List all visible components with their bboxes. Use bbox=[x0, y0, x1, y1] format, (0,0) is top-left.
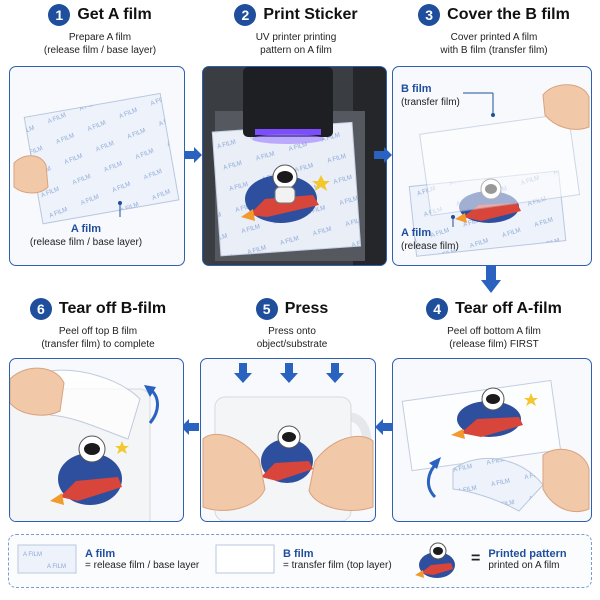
step-title: Cover the B film bbox=[447, 6, 570, 23]
step-description: Peel off bottom A film (release film) FI… bbox=[396, 325, 592, 353]
step-description: Peel off top B film (transfer film) to c… bbox=[2, 325, 194, 353]
a-film-illustration: A FILM bbox=[13, 92, 180, 225]
callout-sub: (release film) bbox=[401, 241, 459, 252]
print-head-icon bbox=[243, 67, 333, 137]
legend-a-film: A FILM A FILM A film = release film / ba… bbox=[17, 541, 199, 577]
uv-printer-illustration bbox=[203, 67, 386, 265]
step-description: Press onto object/substrate bbox=[198, 325, 386, 353]
legend-p-eq: = bbox=[471, 550, 481, 567]
step-number-badge: 1 bbox=[48, 4, 71, 26]
astronaut-sticker-icon bbox=[415, 542, 455, 578]
step-number-badge: 5 bbox=[255, 298, 278, 320]
hand-icon bbox=[202, 433, 266, 511]
callout-name: A film bbox=[401, 227, 432, 239]
step-3-panel: B film (transfer film) A film (release f… bbox=[392, 66, 592, 266]
step-number-badge: 3 bbox=[418, 4, 441, 26]
arrow-left-icon bbox=[375, 419, 393, 435]
step-desc-line: Cover printed A film bbox=[450, 32, 538, 43]
legend-b-film: B film = transfer film (top layer) bbox=[215, 541, 392, 577]
a-film-callout: A film (release film / base layer) bbox=[16, 223, 156, 249]
callout-sub: (release film / base layer) bbox=[29, 237, 143, 248]
legend-b-desc: = transfer film (top layer) bbox=[283, 559, 392, 571]
arrow-right-icon bbox=[184, 147, 202, 163]
arrow-left-icon bbox=[181, 419, 199, 435]
step-title: Print Sticker bbox=[263, 6, 358, 23]
step-5: 5 Press Press onto object/substrate bbox=[198, 296, 386, 353]
legend-p-desc: printed on A film bbox=[488, 559, 560, 571]
step-4-header: 4 Tear off A-film bbox=[396, 296, 592, 322]
hand-icon bbox=[10, 367, 65, 416]
step-3-header: 3 Cover the B film bbox=[396, 2, 592, 28]
press-down-arrows-icon bbox=[234, 363, 344, 383]
astronaut-sticker-icon bbox=[241, 164, 330, 223]
legend-a-desc: = release film / base layer bbox=[85, 559, 200, 571]
legend: A FILM A FILM A film = release film / ba… bbox=[8, 534, 592, 588]
b-film-callout: B film (transfer film) bbox=[401, 83, 465, 109]
a-film-callout: A film (release film) bbox=[401, 227, 471, 253]
hand-icon bbox=[542, 84, 590, 130]
step-6: 6 Tear off B-film Peel off top B film (t… bbox=[2, 296, 194, 353]
legend-a-name: A film bbox=[85, 547, 116, 560]
step-desc-line: Prepare A film bbox=[68, 32, 132, 43]
a-film-swatch-icon: A FILM A FILM bbox=[17, 544, 77, 574]
cover-b-film-illustration bbox=[408, 84, 590, 257]
legend-b-name: B film bbox=[283, 547, 314, 560]
step-6-panel bbox=[9, 358, 184, 522]
step-5-header: 5 Press bbox=[198, 296, 386, 322]
step-1: 1 Get A film Prepare A film (release fil… bbox=[8, 2, 192, 59]
step-number-badge: 4 bbox=[426, 298, 449, 320]
step-desc-line: object/substrate bbox=[256, 339, 328, 350]
step-desc-line: UV printer printing bbox=[255, 32, 337, 43]
hand-icon bbox=[542, 448, 590, 512]
step-desc-line: Peel off top B film bbox=[58, 326, 138, 337]
astronaut-sticker-icon bbox=[261, 425, 313, 483]
step-number-badge: 2 bbox=[234, 4, 257, 26]
step-4-panel bbox=[392, 358, 592, 522]
step-4: 4 Tear off A-film Peel off bottom A film… bbox=[396, 296, 592, 353]
legend-p-name: Printed pattern bbox=[488, 547, 567, 560]
step-desc-line: (release film / base layer) bbox=[43, 45, 157, 56]
step-title: Press bbox=[284, 300, 329, 317]
hand-icon bbox=[13, 155, 49, 194]
astronaut-sticker-icon bbox=[50, 435, 129, 505]
step-description: UV printer printing pattern on A film bbox=[204, 31, 388, 59]
tear-a-film-illustration bbox=[401, 379, 590, 512]
callout-name: A film bbox=[70, 223, 102, 235]
step-number-badge: 6 bbox=[29, 298, 52, 320]
press-mug-illustration bbox=[202, 363, 374, 521]
step-2: 2 Print Sticker UV printer printing patt… bbox=[204, 2, 388, 59]
hand-icon bbox=[308, 435, 374, 511]
step-5-panel bbox=[200, 358, 376, 522]
step-desc-line: with B film (transfer film) bbox=[440, 45, 548, 56]
step-title: Tear off A-film bbox=[455, 300, 562, 317]
step-desc-line: Press onto bbox=[268, 326, 316, 337]
step-desc-line: (release film) FIRST bbox=[449, 339, 539, 350]
step-1-panel: A FILM A film (release film / base layer… bbox=[9, 66, 185, 266]
legend-pattern: = Printed pattern printed on A film bbox=[411, 537, 567, 581]
step-1-header: 1 Get A film bbox=[8, 2, 192, 28]
astronaut-sticker-icon bbox=[451, 387, 538, 439]
tear-b-film-illustration bbox=[10, 367, 159, 521]
svg-text:A FILM: A FILM bbox=[23, 552, 42, 558]
callout-name: B film bbox=[401, 83, 432, 95]
b-film-swatch-icon bbox=[215, 544, 275, 574]
arrow-right-icon bbox=[374, 147, 392, 163]
step-2-panel bbox=[202, 66, 387, 266]
step-description: Prepare A film (release film / base laye… bbox=[8, 31, 192, 59]
step-6-header: 6 Tear off B-film bbox=[2, 296, 194, 322]
svg-text:A FILM: A FILM bbox=[47, 564, 66, 570]
step-desc-line: (transfer film) to complete bbox=[41, 339, 155, 350]
callout-sub: (transfer film) bbox=[401, 97, 460, 108]
step-title: Tear off B-film bbox=[58, 300, 167, 317]
step-2-header: 2 Print Sticker bbox=[204, 2, 388, 28]
step-description: Cover printed A film with B film (transf… bbox=[396, 31, 592, 59]
step-desc-line: pattern on A film bbox=[260, 45, 332, 56]
step-3: 3 Cover the B film Cover printed A film … bbox=[396, 2, 592, 59]
step-title: Get A film bbox=[77, 6, 152, 23]
step-desc-line: Peel off bottom A film bbox=[447, 326, 541, 337]
arrow-down-icon bbox=[481, 265, 501, 293]
